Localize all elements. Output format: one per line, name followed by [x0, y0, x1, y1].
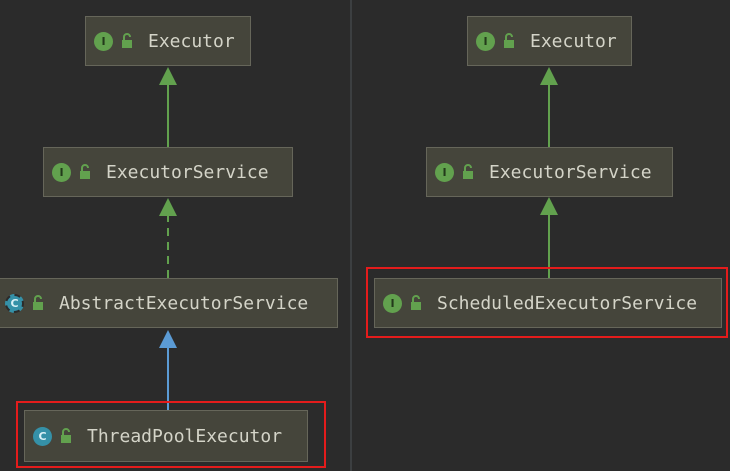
unlock-icon	[504, 33, 514, 48]
interface-badge-icon: I	[383, 293, 402, 313]
arrowhead-executor-right	[540, 67, 558, 85]
node-label: ScheduledExecutorService	[437, 292, 698, 314]
node-label: ExecutorService	[106, 161, 269, 183]
node-executorservice-right[interactable]: I ExecutorService	[426, 147, 673, 197]
node-executor-left[interactable]: I Executor	[85, 16, 251, 66]
node-label: Executor	[530, 30, 617, 52]
abstract-class-badge-icon: C	[5, 293, 24, 313]
arrowhead-abstract	[159, 330, 177, 348]
unlock-icon	[61, 428, 71, 443]
panel-divider	[350, 0, 352, 471]
interface-badge-icon: I	[435, 162, 454, 182]
arrowhead-executor-left	[159, 67, 177, 85]
class-badge-icon: C	[33, 426, 52, 446]
interface-badge-icon: I	[52, 162, 71, 182]
arrowhead-executorservice-left	[159, 198, 177, 216]
node-label: AbstractExecutorService	[59, 292, 309, 314]
unlock-icon	[80, 164, 90, 179]
arrowhead-executorservice-right	[540, 197, 558, 215]
node-executor-right[interactable]: I Executor	[467, 16, 632, 66]
interface-badge-icon: I	[476, 31, 495, 51]
unlock-icon	[463, 164, 473, 179]
node-executorservice-left[interactable]: I ExecutorService	[43, 147, 293, 197]
unlock-icon	[122, 33, 132, 48]
unlock-icon	[411, 295, 421, 310]
node-abstractexecutorservice[interactable]: C AbstractExecutorService	[0, 278, 338, 328]
node-label: ThreadPoolExecutor	[87, 425, 283, 447]
unlock-icon	[33, 295, 43, 310]
highlight-box-scheduledexecutorservice	[366, 267, 728, 338]
interface-badge-icon: I	[94, 31, 113, 51]
node-label: ExecutorService	[489, 161, 652, 183]
highlight-box-threadpoolexecutor	[16, 401, 326, 468]
node-threadpoolexecutor[interactable]: C ThreadPoolExecutor	[24, 410, 308, 462]
node-scheduledexecutorservice[interactable]: I ScheduledExecutorService	[374, 278, 722, 328]
node-label: Executor	[148, 30, 235, 52]
